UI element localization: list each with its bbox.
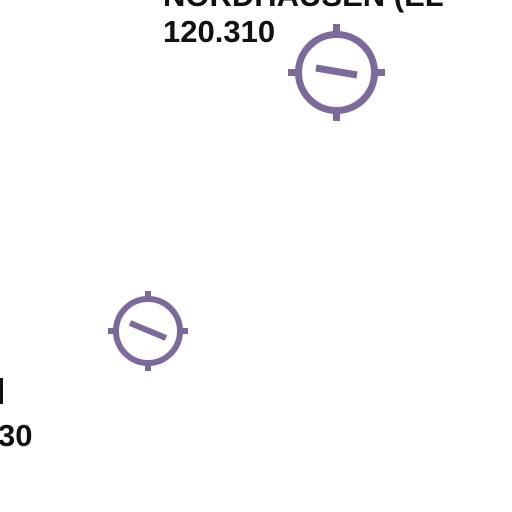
vor-navaid-icon[interactable] [288,24,385,121]
vor-navaid-icon[interactable] [108,291,188,371]
label-leader-line [0,378,3,404]
station-frequency-label: 120.310 [163,14,276,49]
station-frequency-label: 30 [0,418,33,453]
station-name-label: NORDHAUSEN (EL [163,0,444,11]
